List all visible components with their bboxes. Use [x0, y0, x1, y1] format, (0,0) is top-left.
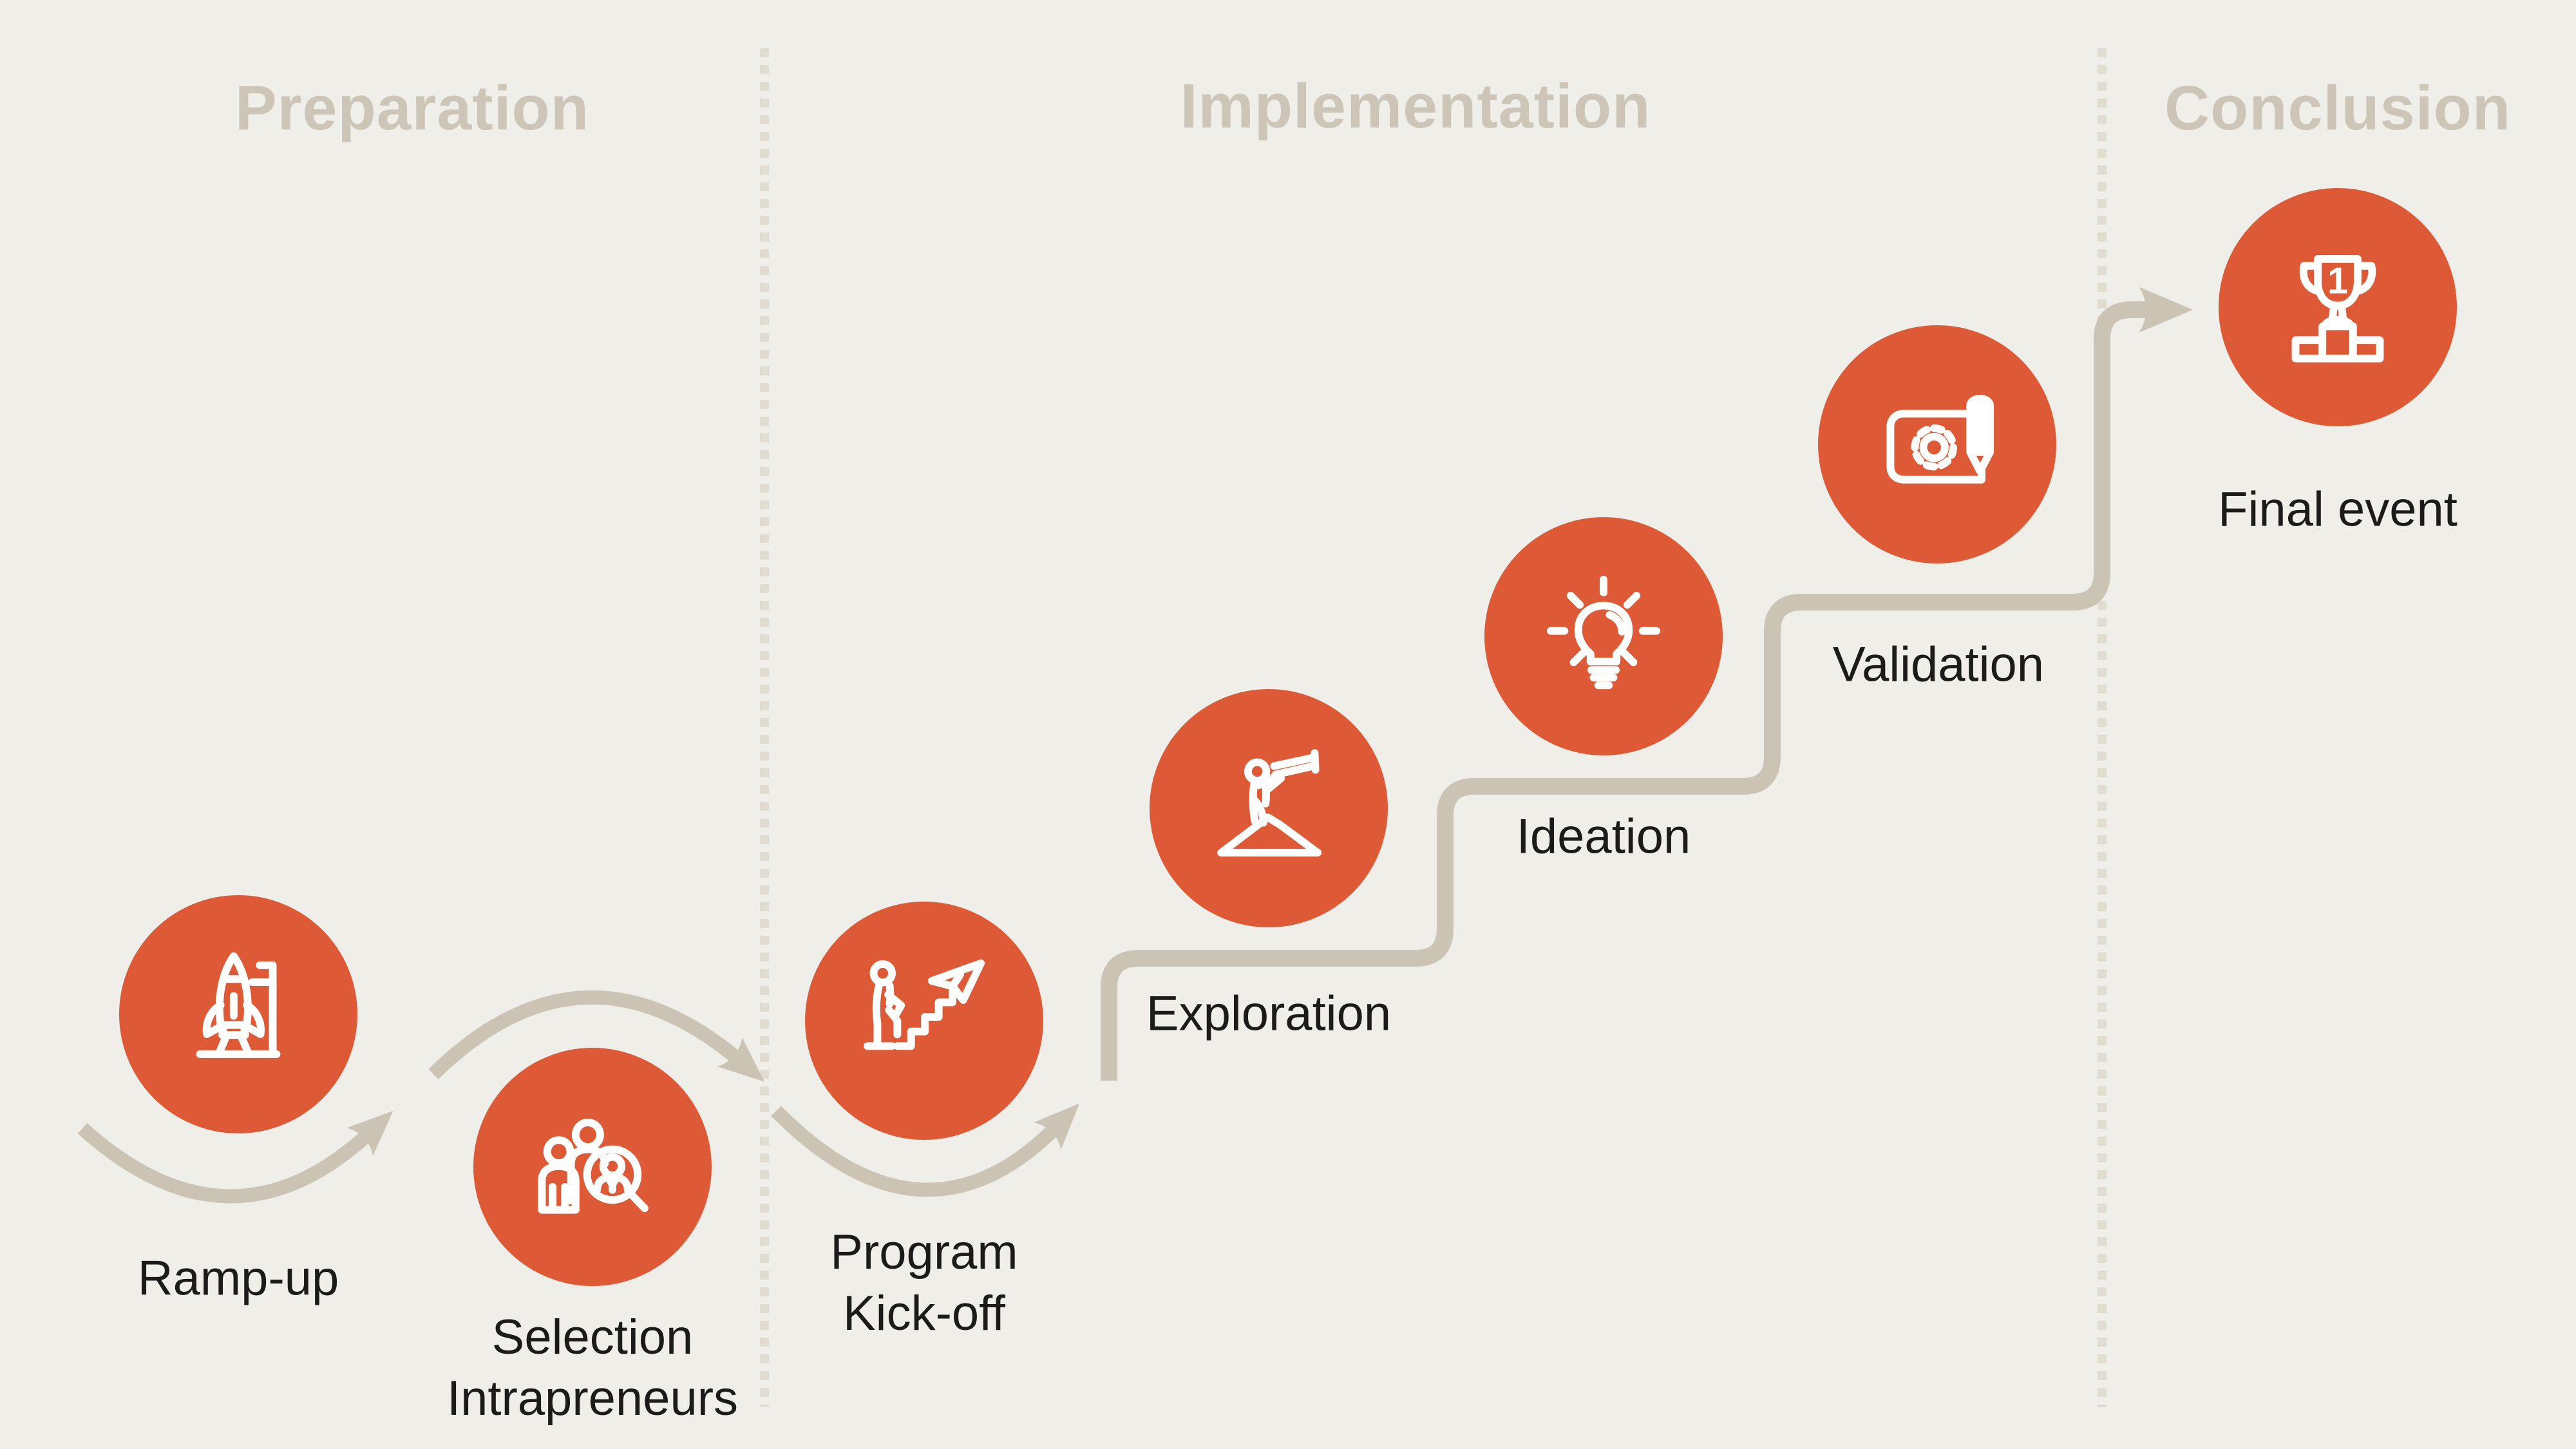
telescope-mountain-icon [1217, 749, 1322, 857]
step-label-line: Final event [2218, 482, 2458, 537]
step-label-line: Exploration [1146, 986, 1392, 1041]
step-label-line: Program [830, 1225, 1018, 1280]
step-circle-kick-off [805, 902, 1043, 1140]
swoosh-arrow-2 [428, 990, 765, 1082]
blueprint-gear-pencil-icon [1886, 394, 1994, 484]
step-circle-exploration [1150, 689, 1388, 927]
trophy-podium-icon: 1 [2291, 255, 2384, 363]
lightbulb-icon [1546, 575, 1661, 690]
swoosh-arrow-1 [77, 1110, 393, 1204]
step-circle-validation [1818, 325, 2056, 564]
step-label-line: Validation [1832, 637, 2045, 692]
step-circle-ideation [1484, 517, 1723, 755]
step-label-exploration: Exploration [1146, 983, 1391, 1045]
step-label-ideation: Ideation [1517, 806, 1690, 867]
step-circle-selection [473, 1048, 712, 1286]
stairs-paper-plane-icon [863, 959, 985, 1050]
step-label-line: Intrapreneurs [446, 1371, 739, 1426]
phase-title-implementation: Implementation [1180, 71, 1651, 141]
step-label-validation: Validation [1833, 634, 2044, 696]
step-circle-ramp-up [119, 895, 357, 1133]
staircase-connector-arrow [1101, 287, 2193, 1081]
step-label-ramp-up: Ramp-up [138, 1248, 339, 1309]
rocket-launch-icon [196, 952, 281, 1058]
trophy-number: 1 [2327, 261, 2348, 302]
swoosh-arrow-3 [771, 1103, 1080, 1197]
step-label-line: Selection [491, 1310, 694, 1365]
step-label-kick-off: Program Kick-off [830, 1222, 1018, 1344]
step-circle-final-event: 1 [2219, 188, 2457, 426]
step-label-line: Ramp-up [137, 1251, 339, 1306]
step-label-line: Kick-off [842, 1286, 1006, 1341]
step-label-final-event: Final event [2218, 479, 2458, 540]
step-label-line: Ideation [1516, 809, 1691, 864]
phase-title-preparation: Preparation [234, 73, 590, 143]
step-label-selection: Selection Intrapreneurs [447, 1307, 738, 1429]
phase-title-conclusion: Conclusion [2164, 73, 2512, 143]
people-magnifier-icon [538, 1119, 649, 1214]
